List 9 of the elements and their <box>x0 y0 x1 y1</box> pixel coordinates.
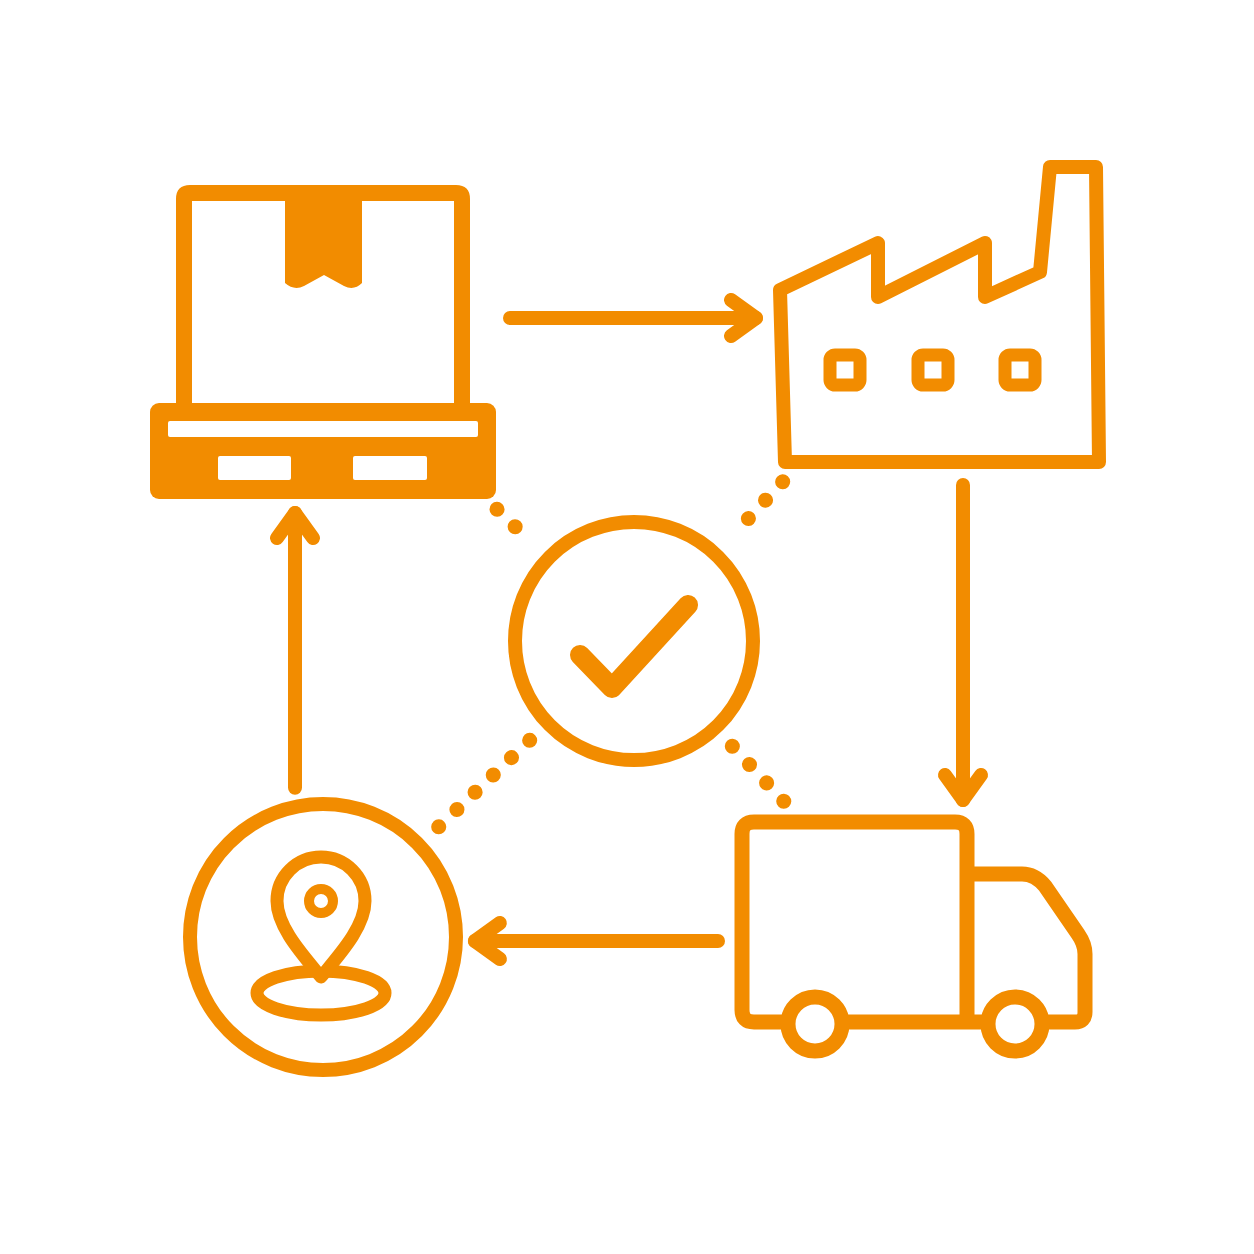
arrow <box>467 916 725 966</box>
pin-circle <box>183 797 463 1077</box>
arrow <box>938 478 988 807</box>
dotted-line <box>429 732 538 836</box>
arrow <box>270 506 320 795</box>
dotted-line <box>724 738 794 811</box>
arrow <box>503 293 763 343</box>
pallet-box-picture <box>148 183 498 501</box>
check-circle <box>508 515 760 767</box>
